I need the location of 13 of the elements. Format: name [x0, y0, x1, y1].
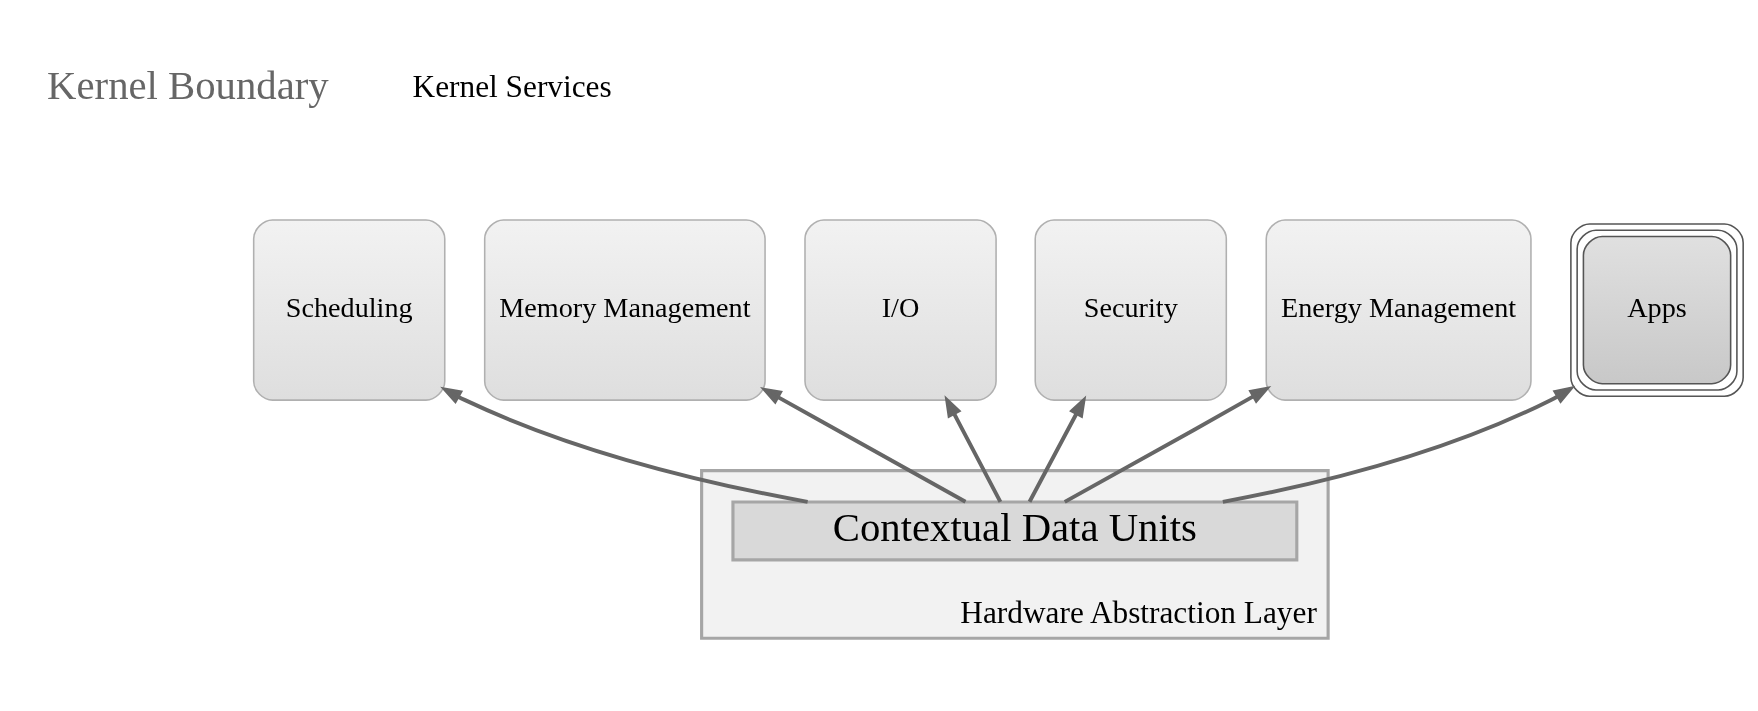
arrow [944, 395, 1003, 503]
node-box: Energy Management [1265, 219, 1532, 401]
node-box: Security [1034, 219, 1228, 401]
arrow [760, 387, 967, 504]
label: Kernel Boundary [47, 63, 329, 109]
node-box: Apps [1570, 223, 1744, 397]
label: Kernel Services [412, 69, 612, 105]
node-box: I/O [804, 219, 997, 401]
node-box: Memory Management [483, 219, 766, 401]
node-box: Scheduling [252, 219, 446, 401]
arrow [1063, 386, 1272, 504]
node-box: Contextual Data Units [731, 500, 1299, 562]
arrow [1027, 395, 1087, 503]
